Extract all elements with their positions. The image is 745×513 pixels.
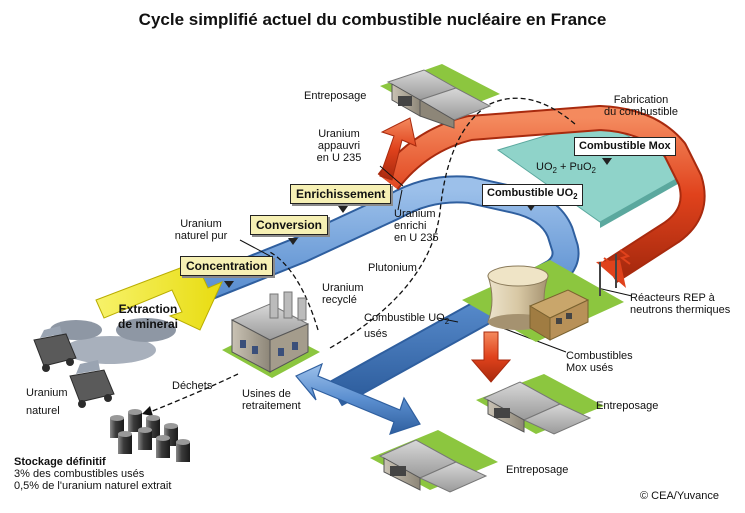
label-reacteurs-1: Réacteurs REP à xyxy=(630,292,715,304)
label-uranium-enrichi-2: enrichi xyxy=(394,220,427,232)
label-usines-1: Usines de xyxy=(242,388,291,400)
label-uo2-puo2-sub2: 2 xyxy=(591,166,596,176)
label-uranium-appauvri: Uranium appauvri en U 235 xyxy=(302,128,376,164)
stockage-line2: 0,5% de l'uranium naturel extrait xyxy=(14,480,172,492)
label-fabrication: Fabrication du combustible xyxy=(596,94,686,118)
usines-retraitement-building xyxy=(222,291,320,378)
label-uranium-naturel-pur: Uranium naturel pur xyxy=(168,218,234,242)
label-uranium-recycle-1: Uranium xyxy=(322,282,364,294)
pointer-appauvri xyxy=(379,165,404,187)
stockage-line1: 3% des combustibles usés xyxy=(14,468,145,480)
label-uranium-enrichi: Uranium enrichi en U 235 xyxy=(394,208,439,244)
label-uranium-naturel-pur-1: Uranium xyxy=(180,218,222,230)
dashed-dechets xyxy=(149,373,239,413)
label-fabrication-1: Fabrication xyxy=(613,94,669,106)
entreposage-bottom-building xyxy=(370,430,498,493)
label-uranium-appauvri-2: appauvri xyxy=(317,140,361,152)
label-uo2-puo2-sub1: 2 xyxy=(552,166,557,176)
extraction-label-line1: Extraction xyxy=(118,302,178,316)
label-uranium-naturel-1: Uranium xyxy=(26,387,68,399)
dechets-arrowhead xyxy=(142,406,153,416)
label-combustible-uo2-uses-b: usés xyxy=(364,328,388,341)
red-arrow-head-reactor xyxy=(596,260,626,288)
red-arrow-up xyxy=(379,117,417,181)
label-uranium-naturel-pur-2: naturel pur xyxy=(174,230,228,242)
label-entreposage-bottom: Entreposage xyxy=(506,464,569,476)
extraction-label-line2: de minerai xyxy=(117,317,179,331)
fabrication-platform-side xyxy=(600,170,692,228)
page-title: Cycle simplifié actuel du combustible nu… xyxy=(138,10,607,29)
label-plutonium: Plutonium xyxy=(368,262,417,274)
step-concentration: Concentration xyxy=(180,256,274,276)
label-uo2-puo2-b: + PuO xyxy=(556,161,592,173)
stockage-title: Stockage définitif xyxy=(14,456,106,468)
concentration-pointer xyxy=(224,281,234,288)
step-conversion: Conversion xyxy=(250,215,329,235)
red-arrow-down xyxy=(470,331,512,383)
extraction-label: Extraction de minerai xyxy=(108,302,188,332)
combustible-mox-pointer xyxy=(602,158,612,165)
label-combustibles-mox-2: Mox usés xyxy=(566,362,614,374)
reactor-complex xyxy=(462,249,631,342)
mining-carts xyxy=(33,318,176,408)
label-uranium-appauvri-1: Uranium xyxy=(318,128,360,140)
label-combustibles-mox-1: Combustibles xyxy=(566,350,633,362)
label-entreposage-top: Entreposage xyxy=(304,90,367,102)
label-uranium-enrichi-3: en U 235 xyxy=(394,232,439,244)
label-reacteurs-2: neutrons thermiques xyxy=(630,304,731,316)
label-fabrication-2: du combustible xyxy=(604,106,678,118)
label-combustible-uo2-uses-a: Combustible UO xyxy=(364,312,445,324)
step-combustible-uo2-sub: 2 xyxy=(573,192,578,202)
label-uo2-puo2-a: UO xyxy=(536,161,553,173)
conversion-pointer xyxy=(288,238,298,245)
label-uranium-appauvri-3: en U 235 xyxy=(316,152,362,164)
label-combustible-uo2-uses-sub: 2 xyxy=(444,317,450,327)
label-uranium-recycle-2: recyclé xyxy=(322,294,357,306)
dashed-uranium-recycle xyxy=(269,251,319,331)
entreposage-right-building xyxy=(476,374,604,435)
label-combustible-uo2-uses: Combustible UO2 usés xyxy=(364,312,449,340)
entreposage-top-building xyxy=(380,64,500,129)
step-combustible-uo2-text: Combustible UO xyxy=(487,187,574,199)
stockage-definitif: Stockage définitif 3% des combustibles u… xyxy=(14,456,171,492)
label-entreposage-right: Entreposage xyxy=(596,400,659,412)
label-uranium-enrichi-1: Uranium xyxy=(394,208,436,220)
dashed-plutonium xyxy=(329,97,576,349)
label-dechets: Déchets xyxy=(172,380,213,392)
label-uo2-puo2: UO2 + PuO2 xyxy=(536,161,596,177)
pointer-uo2-uses xyxy=(437,317,459,323)
label-uranium-recycle: Uranium recyclé xyxy=(322,282,364,306)
credit: © CEA/Yuvance xyxy=(640,490,720,502)
label-usines-retraitement: Usines de retraitement xyxy=(242,388,301,412)
storage-barrels xyxy=(110,409,190,462)
label-usines-2: retraitement xyxy=(242,400,301,412)
pointer-enrichi xyxy=(397,189,403,211)
step-combustible-uo2: Combustible UO2 xyxy=(482,184,583,207)
step-combustible-mox: Combustible Mox xyxy=(574,137,676,156)
enrichissement-pointer xyxy=(338,206,348,213)
step-enrichissement: Enrichissement xyxy=(290,184,392,204)
label-combustibles-mox-uses: Combustibles Mox usés xyxy=(566,350,633,374)
blue-arrow-bidirectional xyxy=(295,362,421,435)
label-uranium-naturel: Uranium naturel xyxy=(26,384,68,420)
label-reacteurs: Réacteurs REP à neutrons thermiques xyxy=(630,292,730,316)
label-uranium-naturel-2: naturel xyxy=(26,405,60,417)
pointer-naturel-pur xyxy=(239,239,271,257)
